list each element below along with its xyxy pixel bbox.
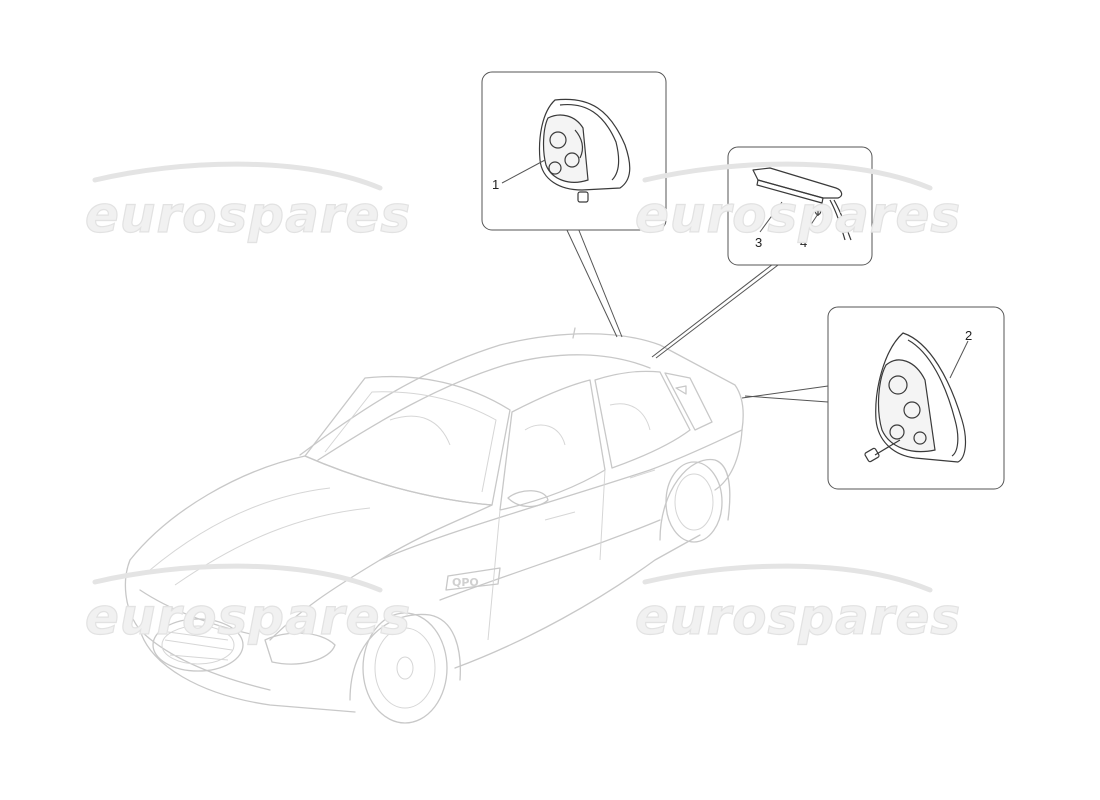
callout-1: 1 [492,177,499,192]
detail-box-1: 1 [481,71,667,231]
svg-text:eurospares: eurospares [635,186,961,244]
tail-light-right-part [864,332,967,463]
svg-text:eurospares: eurospares [85,186,411,244]
watermark-bottom-left: eurospares [84,563,411,647]
leader-lines [565,227,829,403]
detail-box-2: 2 [827,306,1005,490]
callout-4: 4 [800,235,807,250]
watermark-top-left: eurospares [84,161,411,245]
car-illustration: QPO [124,327,744,724]
callout-3: 3 [755,235,762,250]
third-brake-light-part [752,167,852,241]
side-badge: QPO [452,576,479,589]
watermark-bottom-right: eurospares [634,563,961,647]
svg-text:eurospares: eurospares [85,588,411,646]
callout-2: 2 [965,328,972,343]
detail-box-3-4: 3 4 [727,146,873,266]
watermark-top-right: eurospares [634,161,961,245]
tail-light-left-part [538,98,631,203]
svg-text:eurospares: eurospares [635,588,961,646]
